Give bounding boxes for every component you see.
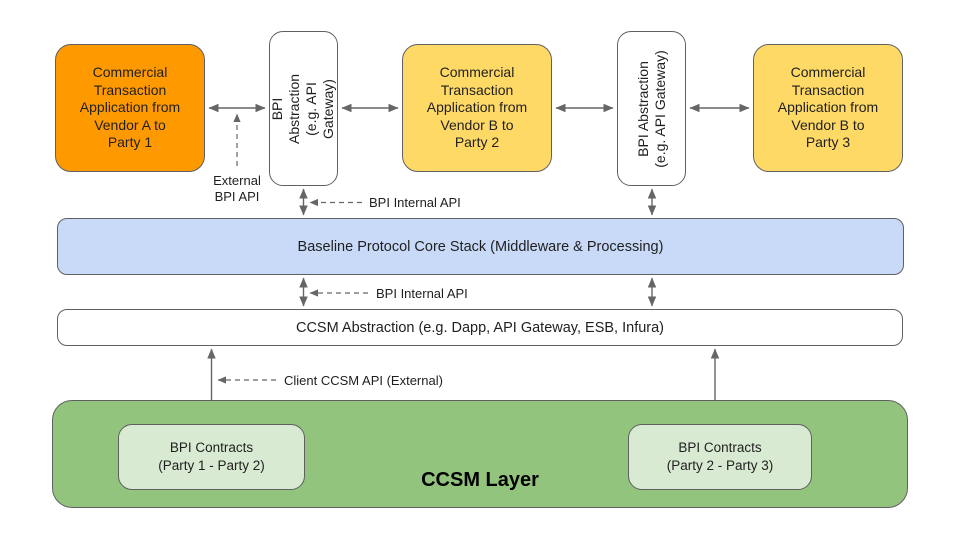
ccsm-abstraction-label: CCSM Abstraction (e.g. Dapp, API Gateway… <box>295 319 665 336</box>
bpi-contracts-label: BPI Contracts(Party 1 - Party 2) <box>158 440 265 473</box>
bpi-internal-api-label-top: BPI Internal API <box>369 195 461 210</box>
client-ccsm-api-label: Client CCSM API (External) <box>284 373 443 388</box>
ccsm-abstraction-band: CCSM Abstraction (e.g. Dapp, API Gateway… <box>57 309 903 346</box>
bpi-internal-api-label-bottom: BPI Internal API <box>376 286 468 301</box>
core-stack-band: Baseline Protocol Core Stack (Middleware… <box>57 218 904 275</box>
ccsm-layer-title: CCSM Layer <box>421 469 539 491</box>
bpi-contracts-box-2: BPI Contracts(Party 2 - Party 3) <box>628 424 812 490</box>
core-stack-label: Baseline Protocol Core Stack (Middleware… <box>297 238 664 255</box>
bpi-abstraction-box-2: BPI Abstraction(e.g. API Gateway) <box>617 31 686 186</box>
bpi-contracts-label: BPI Contracts(Party 2 - Party 3) <box>666 440 774 473</box>
bpi-abstraction-label: BPI Abstraction(e.g. API Gateway) <box>634 49 668 168</box>
bpi-contracts-box-1: BPI Contracts(Party 1 - Party 2) <box>118 424 305 490</box>
